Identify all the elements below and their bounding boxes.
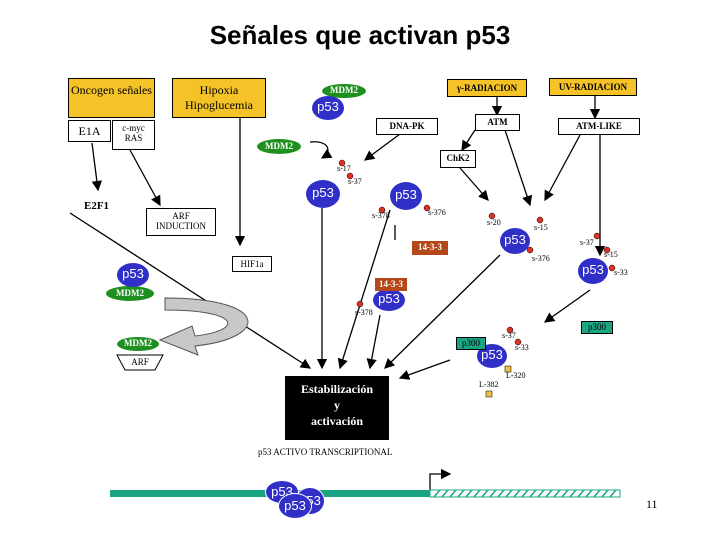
- p300-tag-left: p300: [456, 337, 486, 350]
- site-s376-atm: s-376: [532, 254, 550, 263]
- stabilization-line-3: activación: [311, 414, 363, 428]
- mdm2-oval-left: MDM2: [257, 139, 301, 154]
- gamma-radiation-box: γ-RADIACION: [447, 79, 527, 97]
- site-s37-p300: s-37: [502, 331, 516, 340]
- p53-atm: p53: [500, 228, 530, 254]
- site-s37: s-37: [348, 177, 362, 186]
- acetyl-sites: [485, 365, 512, 398]
- caption-active: p53 ACTIVO TRANSCRIPTIONAL: [258, 447, 393, 457]
- site-l320: L-320: [506, 371, 526, 380]
- p53-atm-like: p53: [578, 258, 608, 284]
- slide-title: Señales que activan p53: [209, 20, 511, 50]
- dna-pk-box: DNA-PK: [376, 118, 438, 135]
- site-l382: L-382: [479, 380, 499, 389]
- site-s15-atm-like: s-15: [604, 250, 618, 259]
- curved-feedback-arrow: [158, 297, 249, 356]
- e1a-box: E1A: [68, 120, 111, 142]
- p300-tag-right: p300: [581, 321, 613, 334]
- uv-radiation-box: UV-RADIACION: [549, 78, 637, 96]
- oncogen-box: Oncogen señales: [68, 78, 155, 118]
- site-s378: s-378: [372, 211, 390, 220]
- site-s15: s-15: [534, 223, 548, 232]
- cmyc-ras-box: c-myc RAS: [112, 120, 155, 150]
- hif1a-box: HIF1a: [232, 256, 272, 272]
- stabilization-line-2: y: [334, 398, 340, 412]
- p53-right: p53: [390, 182, 422, 210]
- p53-center: p53: [306, 180, 340, 208]
- stabilization-line-1: Estabilización: [300, 382, 373, 396]
- fourteen33-tag-top: 14-3-3: [412, 241, 448, 255]
- stabilization-box: Estabilización y activación: [285, 376, 389, 440]
- atm-like-box: ATM-LIKE: [558, 118, 640, 135]
- arf-induction-box: ARF INDUCTION: [146, 208, 216, 236]
- hipoxia-box: Hipoxia Hipoglucemia: [172, 78, 266, 118]
- site-s376: s-376: [428, 208, 446, 217]
- arf-shape: [116, 354, 164, 371]
- fourteen33-tag-lower: 14-3-3: [375, 278, 407, 291]
- mdm2-oval-arf: MDM2: [117, 337, 159, 351]
- p53-dna-3: p53: [278, 493, 312, 519]
- phospho-sites: [338, 159, 616, 346]
- mdm2-oval-lower: MDM2: [106, 286, 154, 301]
- site-s17: s-17: [337, 164, 351, 173]
- site-s20: s-20: [487, 218, 501, 227]
- chk2-box: ChK2: [440, 150, 476, 168]
- slide-number: 11: [646, 497, 658, 511]
- p53-1433: p53: [373, 289, 405, 311]
- p53-top: p53: [312, 96, 344, 120]
- arf-label: ARF: [131, 357, 149, 367]
- site-s33-p300: s-33: [515, 343, 529, 352]
- p53-left: p53: [117, 263, 149, 287]
- e2f1-label: E2F1: [84, 200, 110, 212]
- site-s37-atm-like: s-37: [580, 238, 594, 247]
- mdm2-oval-top: MDM2: [322, 84, 366, 98]
- atm-box: ATM: [475, 114, 520, 131]
- site-s33-atm-like: s-33: [614, 268, 628, 277]
- site-s378-lower: s-378: [355, 308, 373, 317]
